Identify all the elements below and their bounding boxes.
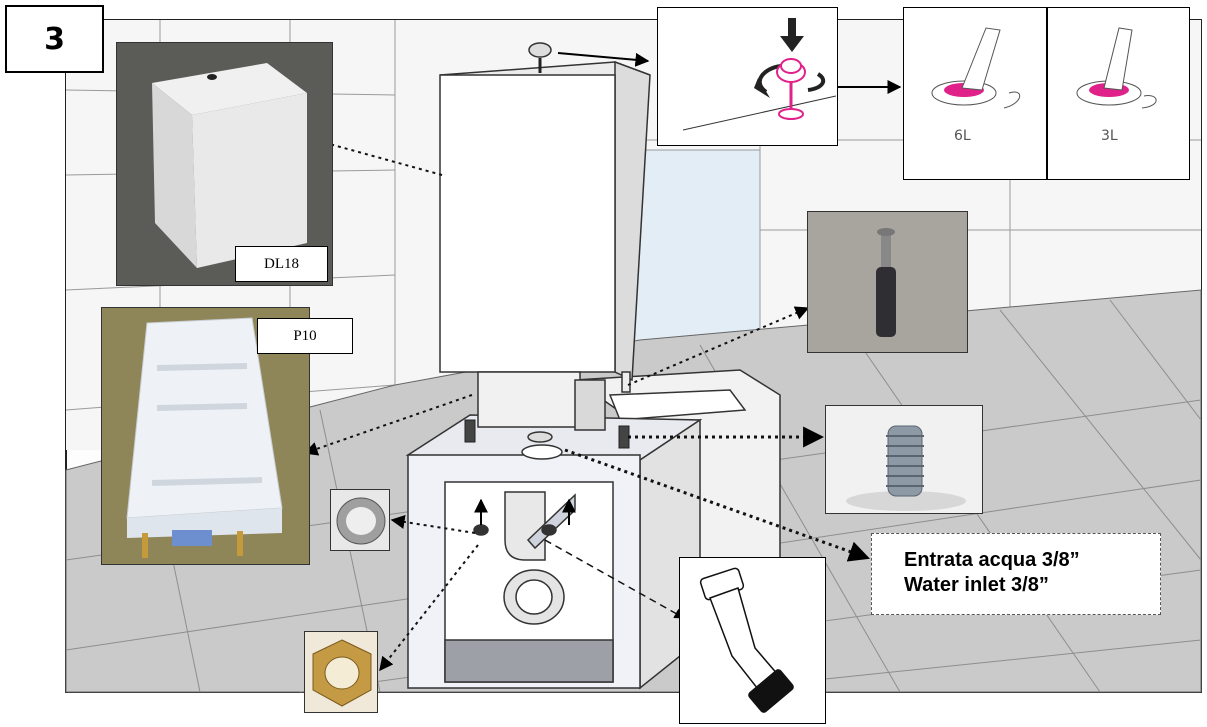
pin-photo-illustration	[876, 228, 896, 337]
cistern	[439, 42, 651, 431]
cistern-photo-dl18	[116, 42, 333, 286]
flush-pipe-detail	[679, 557, 826, 724]
water-inlet-label-it: Entrata acqua 3/8”	[904, 549, 1080, 571]
arrow-button-to-detail	[557, 52, 650, 67]
flush-pipe-illustration	[699, 567, 794, 713]
support-frame-front	[405, 414, 703, 690]
panel-divider	[1046, 8, 1048, 179]
up-arrows	[474, 498, 576, 525]
brass-nut-photo	[304, 631, 378, 713]
flush-half-label: 3L	[1101, 128, 1118, 144]
threaded-grommet-illustration	[846, 425, 966, 511]
water-inlet-label-en: Water inlet 3/8”	[904, 574, 1049, 596]
cistern-photo-dl18-illustration	[152, 63, 307, 268]
water-inlet-label: Entrata acqua 3/8” Water inlet 3/8”	[871, 533, 1161, 615]
flush-button-detail-illustration	[682, 18, 837, 131]
flush-full-label: 6L	[954, 128, 971, 144]
ring-photo	[330, 489, 390, 551]
pin-photo	[807, 211, 968, 353]
push-button-icon	[780, 18, 804, 52]
step-number: 3	[5, 5, 104, 73]
cistern-photo-p10	[101, 307, 310, 565]
label-dl18: DL18	[235, 246, 328, 282]
cistern-photo-p10-illustration	[126, 317, 283, 558]
ring-photo-illustration	[336, 497, 386, 545]
label-p10: P10	[257, 318, 353, 354]
flush-volume-illustration	[931, 27, 1157, 109]
dotted-leaders	[303, 136, 870, 672]
dashed-leader-outlet	[544, 539, 685, 619]
flush-volume-panel: 6L 3L	[903, 7, 1190, 180]
brass-nut-illustration	[312, 639, 372, 707]
threaded-grommet-photo	[825, 405, 983, 514]
flush-button-detail	[657, 7, 838, 146]
